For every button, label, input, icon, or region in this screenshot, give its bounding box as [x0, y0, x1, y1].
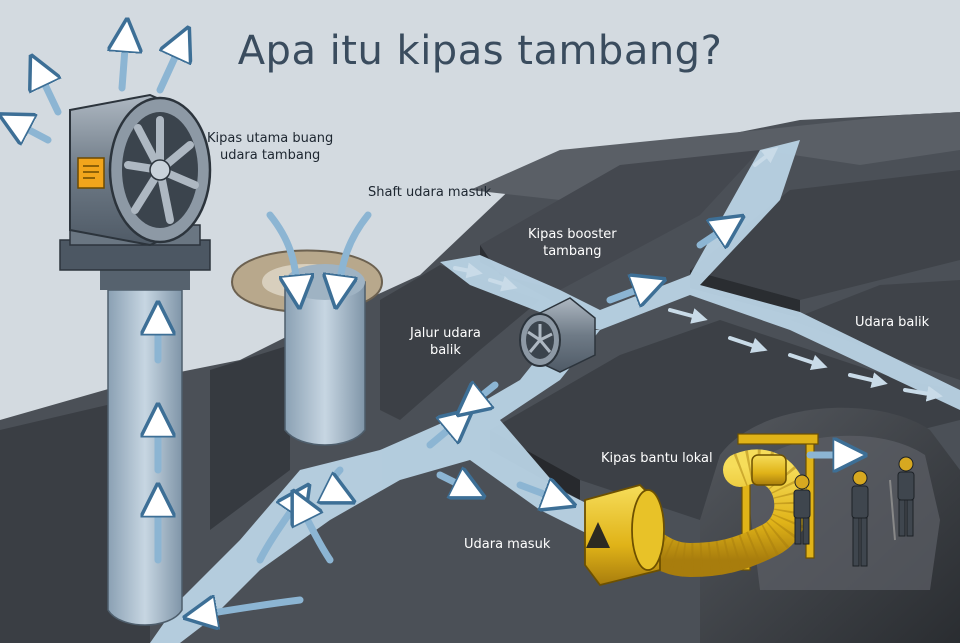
return-air-arrows — [453, 147, 943, 402]
intake-air-label-text: Udara masuk — [464, 537, 551, 552]
exhaust-shaft-body — [107, 289, 183, 626]
return-path-label: Jalur udara balik — [410, 325, 481, 359]
intake-air-label: Udara masuk — [464, 536, 550, 553]
aux-fan-label-text: Kipas bantu lokal — [601, 451, 713, 466]
warning-sign-icon — [77, 157, 105, 189]
booster-fan-label: Kipas booster tambang — [528, 226, 617, 260]
page-title: Apa itu kipas tambang? — [237, 28, 723, 74]
aux-fan-label: Kipas bantu lokal — [601, 450, 713, 467]
rock-pillar-center — [490, 320, 960, 520]
intake-shaft-body — [284, 281, 366, 446]
main-exhaust-fan-icon — [59, 93, 212, 271]
airflow-paths — [150, 140, 960, 643]
booster-fan-icon — [519, 297, 596, 373]
return-air-label: Udara balik — [855, 314, 929, 331]
intake-shaft-label: Shaft udara masuk — [368, 184, 491, 201]
main-fan-label-text: Kipas utama buang udara tambang — [207, 131, 334, 163]
airflow-arrows — [14, 35, 850, 615]
miner-icon — [793, 456, 915, 567]
return-air-label-text: Udara balik — [855, 315, 930, 330]
rock-pillar-left — [380, 265, 540, 420]
rock-pillar-right — [690, 170, 960, 300]
main-fan-label: Kipas utama buang udara tambang — [207, 130, 333, 164]
rock-pillar-top — [480, 150, 760, 290]
return-path-label-text: Jalur udara balik — [410, 326, 481, 358]
rock-pillar-far-right — [790, 280, 960, 380]
booster-fan-label-text: Kipas booster tambang — [528, 227, 617, 259]
auxiliary-fan-icon — [584, 449, 809, 587]
intake-shaft-label-text: Shaft udara masuk — [368, 185, 492, 200]
